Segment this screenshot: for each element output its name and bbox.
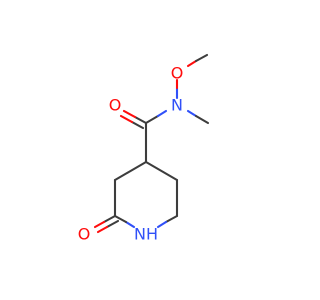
atom-n-amide: N (171, 96, 183, 115)
atom-o-methoxy: O (171, 64, 184, 83)
atom-o-lactam: O (78, 225, 91, 244)
molecule-structure: O N O O NH (78, 53, 210, 244)
bond-carbonyl-double-b (130, 120, 145, 130)
bond-ring-n1-c2-blue (124, 220, 136, 229)
bond-carbonyl-double-a (133, 115, 148, 125)
atom-nh-lactam: NH (134, 225, 158, 244)
bonds (93, 53, 210, 234)
bond-carbonyl-n (144, 114, 160, 125)
bond-n-me (194, 114, 210, 125)
bond-carbonyl-double-a-red (122, 109, 137, 119)
bond-carbonyl-double-b-red (119, 114, 134, 124)
bond-lactam-double-a (102, 214, 117, 224)
bond-o-me-red (186, 59, 198, 68)
atom-o-carbonyl-amide: O (109, 96, 122, 115)
bond-ring-n1-c2 (113, 214, 128, 224)
bond-lactam-double-b (105, 219, 120, 229)
atom-labels: O N O O NH (78, 64, 184, 244)
bond-carbonyl-n-blue (156, 109, 168, 118)
bond-ring-c6-n1 (164, 214, 179, 224)
bond-ring-c4-c5 (144, 160, 179, 182)
bond-lactam-double-a-red (93, 220, 106, 229)
bond-lactam-double-b-red (96, 225, 109, 234)
bond-ring-c6-n1-blue (156, 220, 168, 229)
bond-ring-c3-c4 (113, 160, 148, 182)
bond-n-me-blue (186, 109, 198, 118)
bond-o-me (194, 53, 209, 63)
